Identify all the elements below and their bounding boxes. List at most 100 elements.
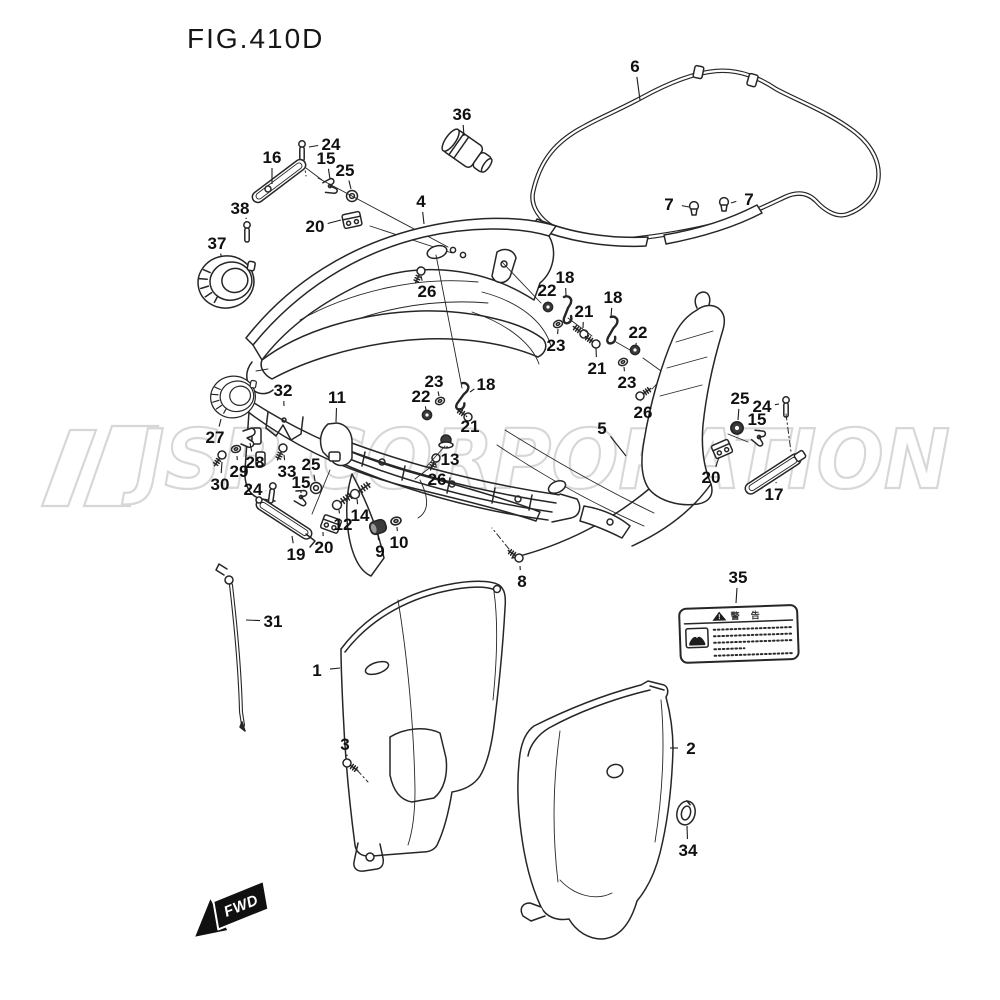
part-number-label: 22	[629, 323, 648, 342]
part-number-label: 16	[263, 148, 282, 167]
figure-title: FIG.410D	[187, 23, 324, 54]
part-number-label: 21	[588, 359, 607, 378]
part-number-label: 15	[292, 473, 311, 492]
part-number-label: 4	[416, 192, 426, 211]
leader-line	[249, 442, 253, 452]
part-25-bushing	[309, 481, 323, 495]
part-4-upper-side-cover	[233, 217, 557, 577]
part-6-gasket	[530, 64, 881, 248]
part-22-nut	[421, 409, 433, 421]
leader-line	[420, 275, 423, 281]
part-number-label: 27	[206, 428, 225, 447]
part-number-label: 37	[208, 234, 227, 253]
leader-line	[437, 391, 440, 397]
leader-line	[681, 205, 690, 208]
leader-line	[735, 587, 738, 604]
part-23-washer	[551, 318, 565, 330]
leader-line	[313, 474, 316, 482]
part-number-label: 24	[244, 480, 263, 499]
fwd-arrow-body	[212, 880, 270, 931]
leader-line	[462, 124, 465, 137]
leader-line	[469, 388, 475, 393]
part-number-label: 8	[517, 572, 526, 591]
leader-line	[327, 168, 331, 180]
leader-line	[218, 418, 222, 427]
part-22-nut	[542, 301, 554, 313]
leader-line	[329, 667, 341, 670]
part-8-screw	[491, 527, 526, 565]
leader-line	[220, 461, 223, 474]
leader-line	[348, 180, 352, 190]
part-number-label: 2	[686, 739, 695, 758]
part-number-label: 34	[679, 841, 698, 860]
watermark: JSP CORPORATION	[40, 412, 951, 509]
part-number-label: 1	[312, 661, 321, 680]
part-32-bracket	[265, 411, 304, 441]
part-number-label: 18	[556, 268, 575, 287]
part-number-label: 33	[278, 462, 297, 481]
leader-line	[245, 619, 261, 622]
part-number-label: 9	[375, 542, 384, 561]
leader-line	[715, 456, 720, 467]
watermark-logo	[82, 424, 160, 508]
hook-fastener-clusters	[421, 254, 669, 424]
fwd-arrow: FWD	[195, 880, 270, 937]
part-11-brace-assembly	[319, 422, 631, 539]
warning-triangle-icon	[712, 611, 727, 621]
part-number-label: 28	[246, 453, 265, 472]
part-number-label: 24	[322, 135, 341, 154]
part-number-label: 15	[748, 410, 767, 429]
part-number-label: 31	[264, 612, 283, 631]
part-23-washer	[433, 395, 447, 407]
part-2-lower-cover-right	[517, 680, 674, 940]
part-35-warning-label: ! 警 告	[678, 604, 800, 664]
part-number-label: 24	[753, 397, 772, 416]
part-number-label: 5	[597, 419, 606, 438]
part-31-rod	[215, 563, 246, 732]
part-7-screw	[688, 200, 700, 216]
part-13-grommet	[438, 434, 454, 449]
part-18-hook	[605, 315, 620, 346]
part-number-label: 30	[211, 475, 230, 494]
warning-exclamation: !	[718, 614, 721, 621]
part-1-lower-cover-left	[340, 580, 507, 872]
leader-line	[636, 76, 641, 101]
part-number-label: 26	[634, 403, 653, 422]
part-number-label: 17	[765, 485, 784, 504]
leader-line	[774, 403, 780, 406]
part-number-label: 12	[334, 515, 353, 534]
part-3-screw	[340, 756, 369, 783]
part-number-label: 23	[547, 336, 566, 355]
part-number-label: 22	[412, 387, 431, 406]
part-number-label: 25	[336, 161, 355, 180]
part-number-label: 35	[729, 568, 748, 587]
leader-line	[610, 307, 613, 318]
part-number-label: 20	[306, 217, 325, 236]
part-number-label: 23	[618, 373, 637, 392]
leader-line	[424, 406, 427, 411]
leader-line	[327, 219, 342, 225]
part-number-label: 20	[315, 538, 334, 557]
part-24-pin	[298, 140, 306, 162]
leader-line	[308, 144, 319, 148]
part-number-label: 18	[604, 288, 623, 307]
part-10-washer	[389, 515, 403, 527]
part-number-label: 13	[441, 450, 460, 469]
part-number-label: 25	[731, 389, 750, 408]
part-20-clamp	[340, 210, 364, 230]
part-number-label: 32	[274, 381, 293, 400]
watermark-logo	[40, 428, 98, 508]
leader-line	[610, 436, 627, 457]
part-number-label: 29	[230, 462, 249, 481]
part-number-label: 3	[340, 735, 349, 754]
part-number-label: 21	[461, 417, 480, 436]
leader-line	[730, 200, 737, 204]
part-number-label: 7	[744, 190, 753, 209]
leader-line	[291, 535, 294, 544]
part-number-label: 19	[287, 545, 306, 564]
part-number-label: 26	[428, 470, 447, 489]
part-9-bushing	[368, 518, 388, 536]
